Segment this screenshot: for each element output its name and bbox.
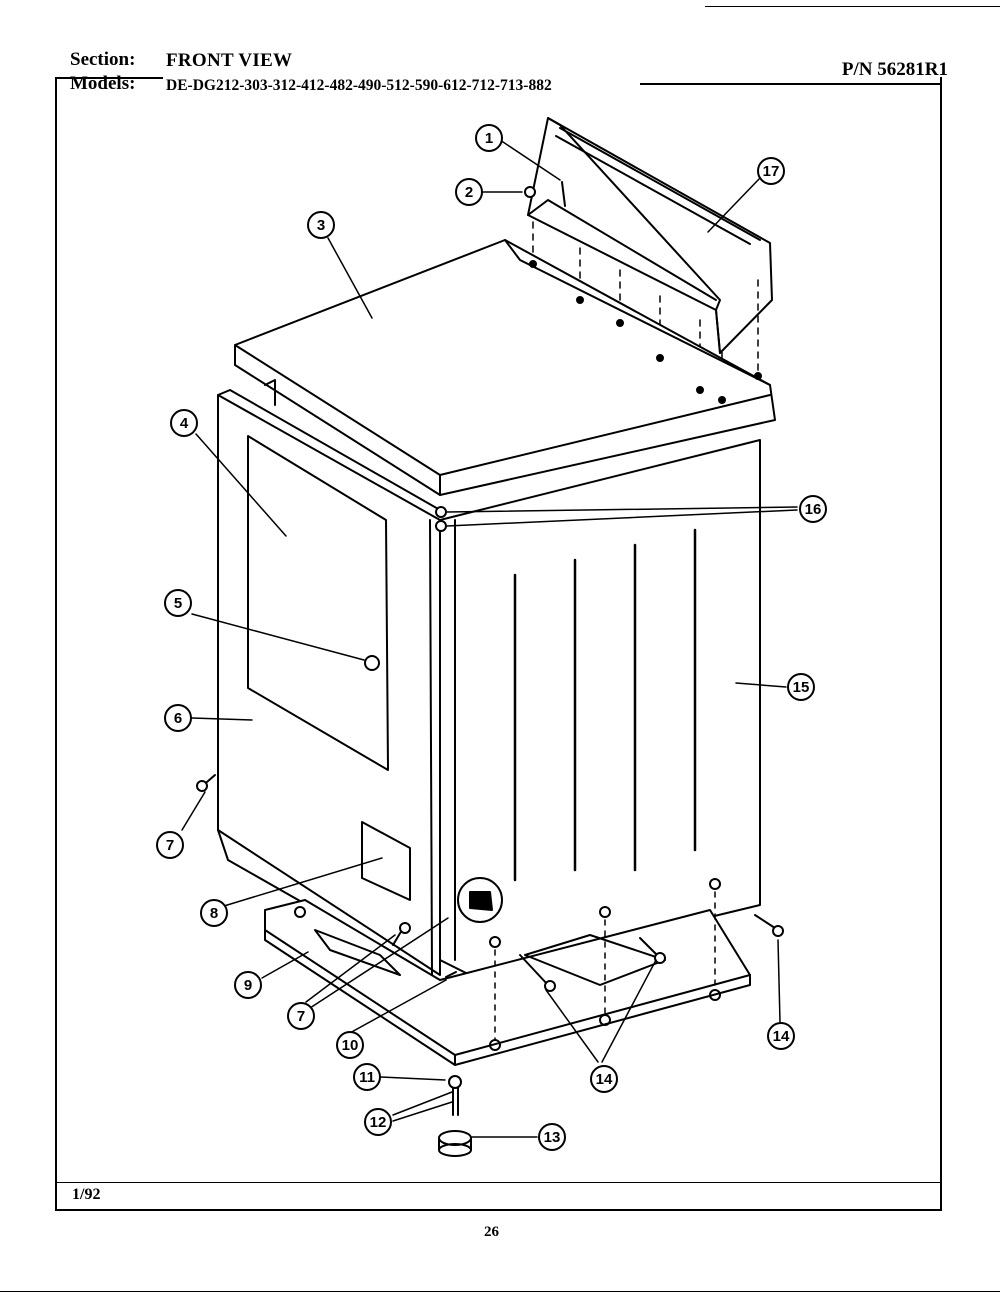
callout-14-center: 14 — [596, 1071, 613, 1088]
callout-13: 13 — [544, 1129, 561, 1146]
callout-9: 9 — [244, 977, 252, 994]
callout-11: 11 — [359, 1069, 375, 1086]
frame-top-left — [55, 77, 163, 79]
callout-3: 3 — [317, 217, 325, 234]
part-number: P/N 56281R1 — [841, 59, 948, 80]
top-panel — [234, 239, 776, 496]
callout-7-upper: 7 — [166, 837, 174, 854]
callout-17: 17 — [763, 163, 780, 180]
cabinet — [264, 379, 761, 976]
front-panel — [217, 389, 441, 976]
section-value: FRONT VIEW — [166, 50, 293, 71]
callout-5: 5 — [174, 595, 182, 612]
models-value: DE-DG212-303-312-412-482-490-512-590-612… — [166, 77, 552, 94]
callout-6: 6 — [174, 710, 182, 727]
callout-8: 8 — [210, 905, 218, 922]
bottom-rule — [0, 1291, 1000, 1292]
diagram-frame — [55, 77, 942, 1211]
callout-12: 12 — [370, 1114, 387, 1131]
callout-2: 2 — [465, 184, 473, 201]
callout-14-right: 14 — [773, 1028, 790, 1045]
callout-1: 1 — [485, 130, 493, 147]
page-number: 26 — [484, 1224, 499, 1240]
callout-7-lower: 7 — [297, 1008, 305, 1025]
base-frame — [264, 878, 751, 1066]
revision-date: 1/92 — [72, 1186, 101, 1203]
callouts — [156, 124, 827, 1151]
screws — [196, 181, 784, 1157]
top-rule — [705, 6, 1000, 7]
leader-lines — [181, 139, 798, 1138]
frame-top-right — [640, 83, 940, 85]
callout-10: 10 — [342, 1037, 359, 1054]
section-label: Section: — [70, 49, 136, 70]
footer-rule — [55, 1182, 940, 1183]
callout-4: 4 — [180, 415, 189, 432]
callout-15: 15 — [793, 679, 810, 696]
callout-16: 16 — [805, 501, 822, 518]
